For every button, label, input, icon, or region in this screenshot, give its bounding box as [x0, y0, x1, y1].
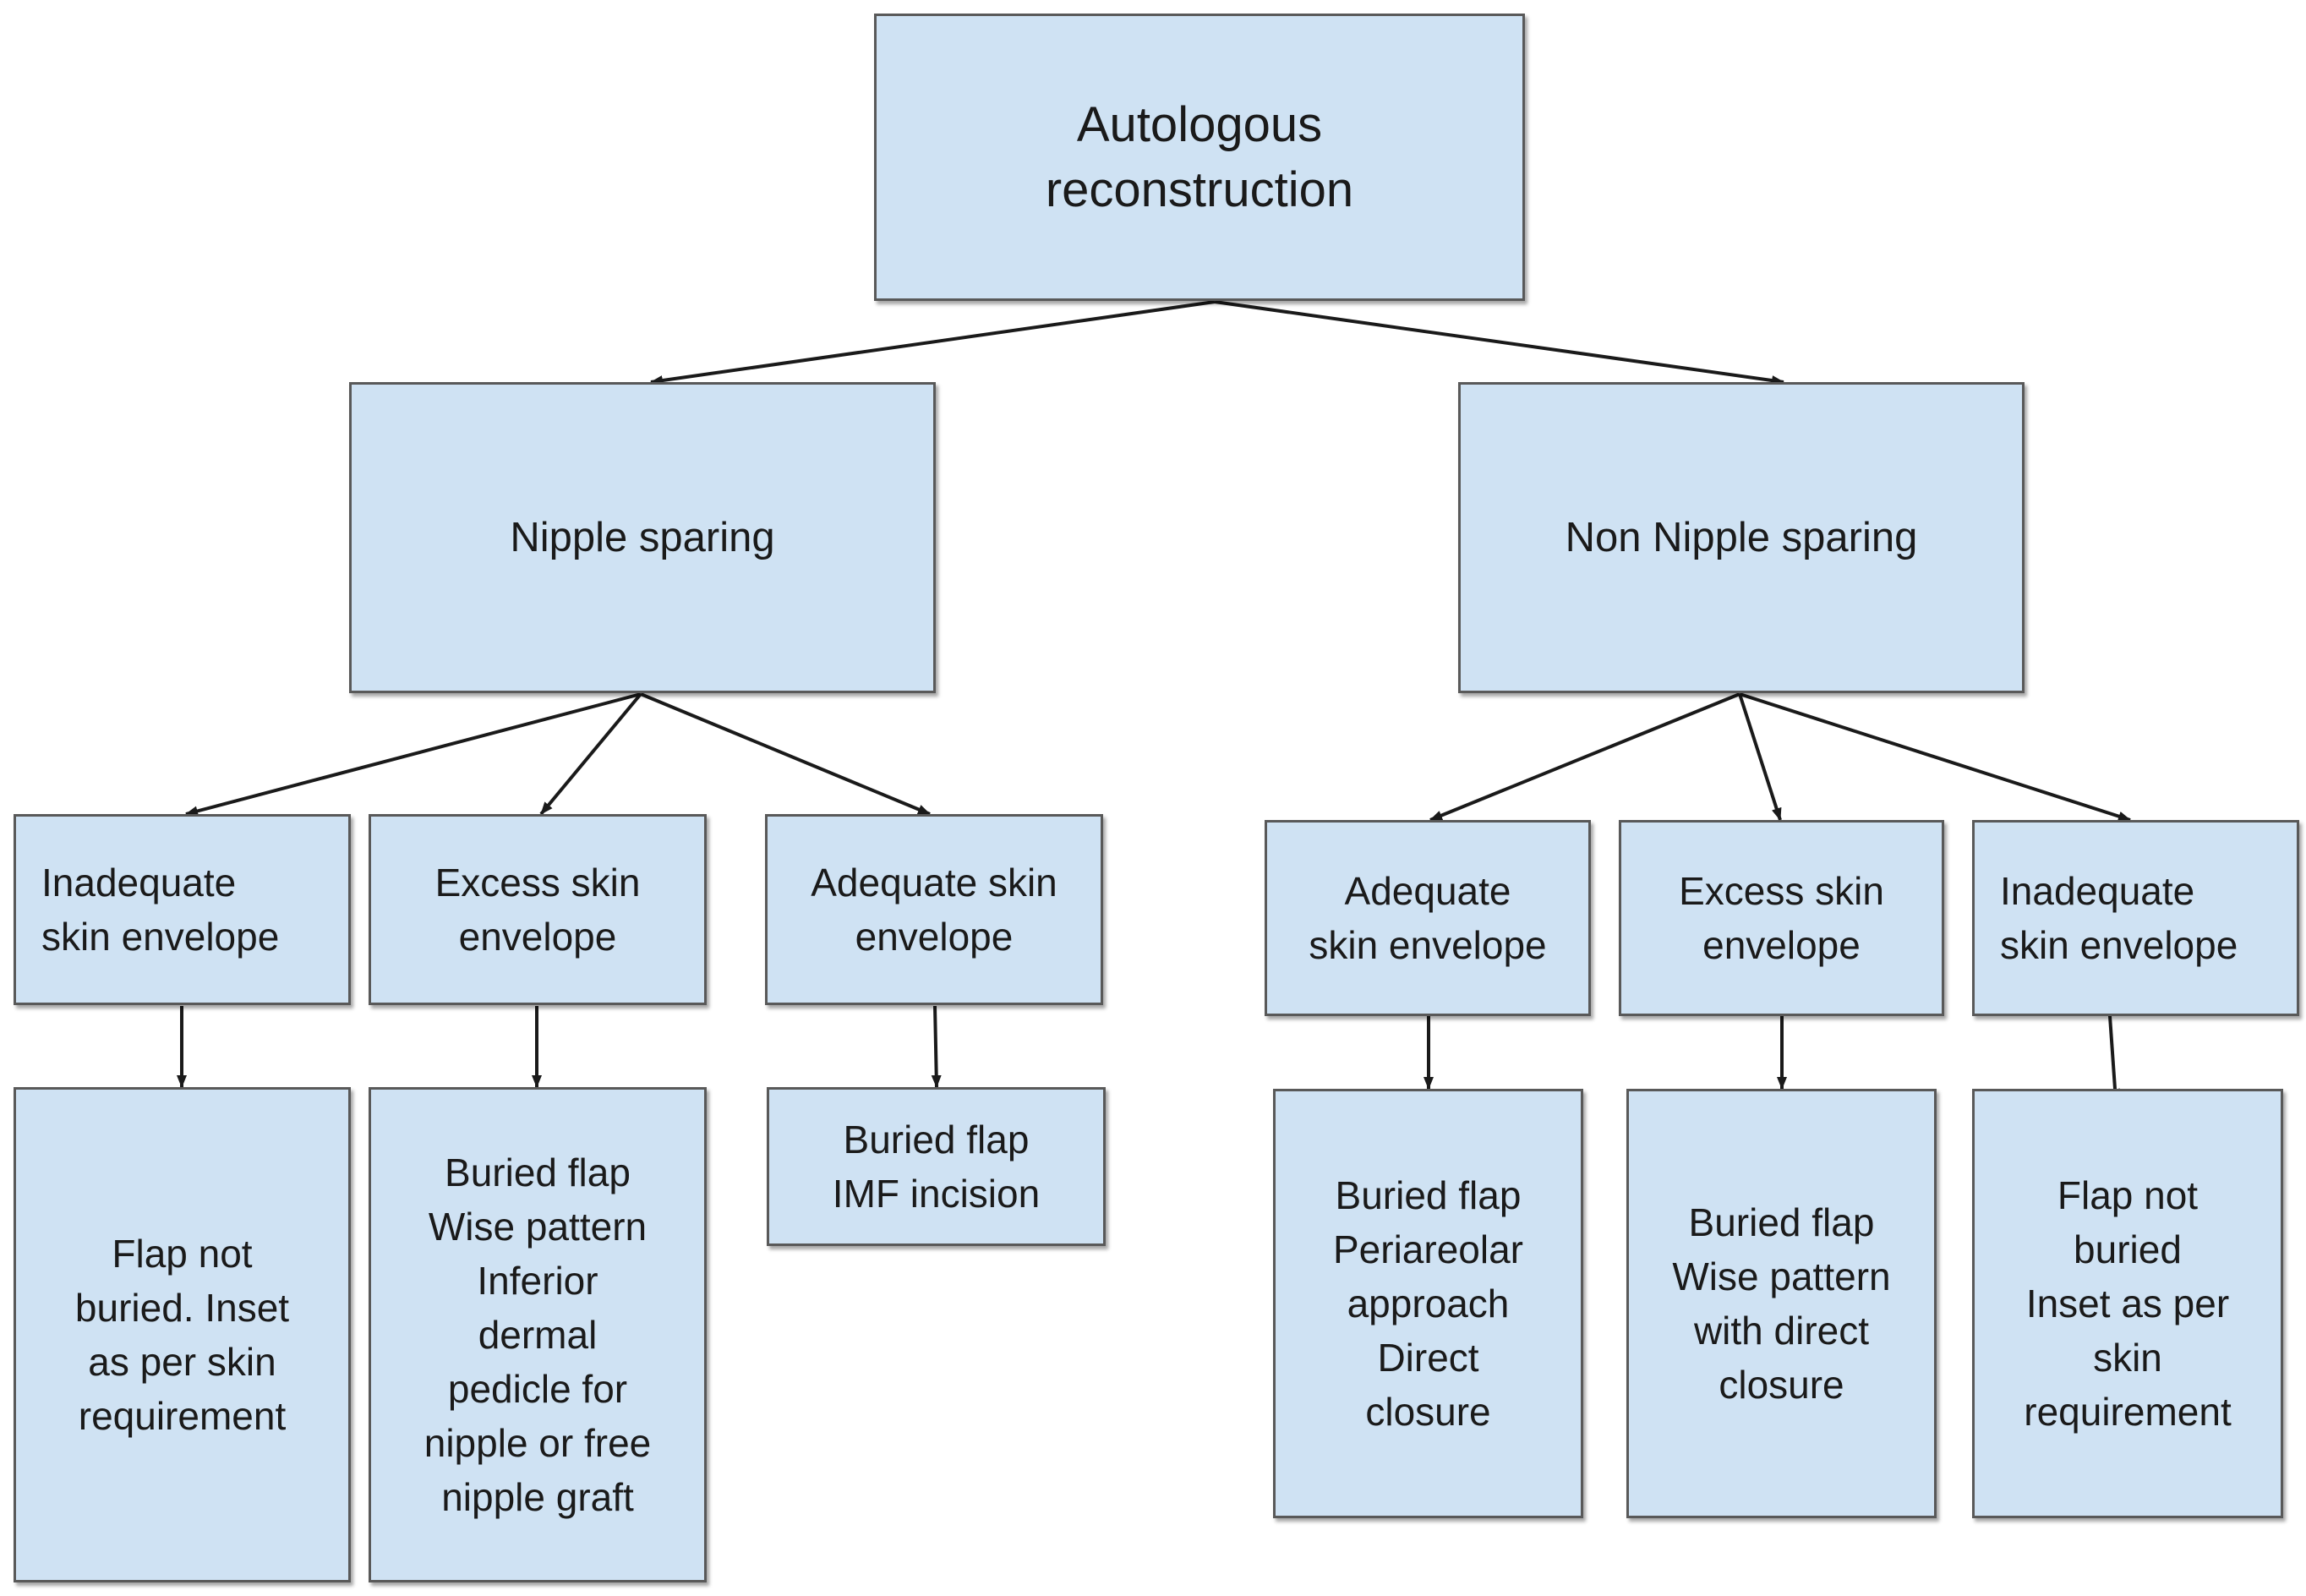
nns-adequate-label: Adequate skin envelope — [1309, 869, 1547, 967]
nns-inadequate-outcome: Flap not buried Inset as per skin requir… — [2024, 1173, 2232, 1434]
non-nipple-sparing-label: Non Nipple sparing — [1565, 515, 1918, 560]
arrow-ns-to-adequate — [640, 692, 931, 816]
ns-adequate-node: Adequate skin envelope — [765, 814, 1103, 1005]
ns-adequate-outcome: Buried flap IMF incision — [832, 1118, 1041, 1216]
arrow-ns-to-inadequate — [185, 692, 642, 817]
nns-adequate-outcome: Buried flap Periareolar approach Direct … — [1333, 1173, 1523, 1434]
root-node: Autologous reconstruction — [874, 14, 1525, 301]
non-nipple-sparing-node: Non Nipple sparing — [1458, 382, 2025, 693]
nns-excess-outcome: Buried flap Wise pattern with direct clo… — [1672, 1200, 1891, 1407]
ns-inadequate-outcome: Flap not buried. Inset as per skin requi… — [74, 1232, 290, 1438]
nns-excess-label: Excess skin envelope — [1679, 869, 1884, 967]
arrow-nns-to-inadequate — [1739, 692, 2131, 822]
ns-adequate-outcome-node: Buried flap IMF incision — [767, 1087, 1106, 1246]
arrow-ns-adequate-to-outcome — [931, 1005, 942, 1088]
arrow-root-to-nipple-sparing — [650, 300, 1216, 385]
nns-inadequate-node: Inadequate skin envelope — [1972, 820, 2299, 1016]
ns-inadequate-node: Inadequate skin envelope — [14, 814, 351, 1005]
arrow-nns-inadequate-to-outcome — [2107, 1003, 2121, 1101]
arrow-nns-to-adequate — [1429, 692, 1740, 822]
ns-excess-outcome-node: Buried flap Wise pattern Inferior dermal… — [369, 1087, 707, 1582]
nipple-sparing-label: Nipple sparing — [510, 515, 775, 560]
root-label: Autologous reconstruction — [1045, 97, 1354, 217]
nns-adequate-node: Adequate skin envelope — [1265, 820, 1591, 1016]
arrow-root-to-non-nipple-sparing — [1214, 300, 1784, 385]
nns-inadequate-outcome-node: Flap not buried Inset as per skin requir… — [1972, 1089, 2283, 1518]
ns-excess-outcome: Buried flap Wise pattern Inferior dermal… — [423, 1151, 652, 1519]
ns-excess-node: Excess skin envelope — [369, 814, 707, 1005]
nns-inadequate-label: Inadequate skin envelope — [2000, 869, 2238, 967]
arrow-nns-to-excess — [1738, 693, 1782, 821]
nns-excess-node: Excess skin envelope — [1619, 820, 1944, 1016]
nns-excess-outcome-node: Buried flap Wise pattern with direct clo… — [1626, 1089, 1937, 1518]
ns-inadequate-outcome-node: Flap not buried. Inset as per skin requi… — [14, 1087, 351, 1582]
nns-adequate-outcome-node: Buried flap Periareolar approach Direct … — [1273, 1089, 1583, 1518]
nipple-sparing-node: Nipple sparing — [349, 382, 936, 693]
ns-inadequate-label: Inadequate skin envelope — [41, 861, 280, 959]
arrow-ns-to-excess — [539, 692, 642, 816]
ns-excess-label: Excess skin envelope — [434, 861, 641, 959]
ns-adequate-label: Adequate skin envelope — [811, 861, 1057, 959]
